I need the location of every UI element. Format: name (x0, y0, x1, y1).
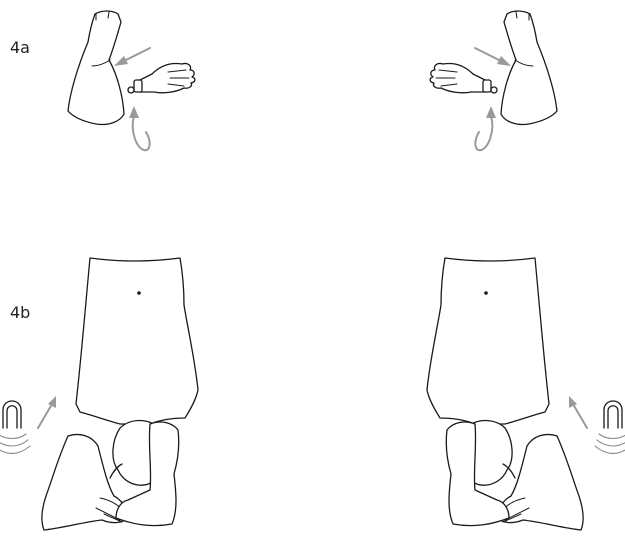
magnet-icon (0, 401, 30, 454)
torso-figure-left (42, 258, 198, 530)
torso-figure-right (427, 258, 583, 530)
insert-arrow-icon (475, 48, 511, 66)
step-label-4a: 4a (10, 38, 30, 57)
insert-arrow-icon (569, 396, 587, 428)
prosthetic-hand-left (128, 63, 195, 93)
arm-right-4a (501, 11, 557, 125)
magnet-icon (595, 401, 625, 454)
rotate-arrow-icon (475, 106, 496, 150)
prosthetic-hand-right (430, 63, 497, 93)
step-label-4b: 4b (10, 303, 30, 322)
insert-arrow-icon (38, 396, 56, 428)
arm-left-4a (68, 11, 124, 125)
rotate-arrow-icon (129, 106, 150, 150)
insert-arrow-icon (114, 48, 150, 66)
